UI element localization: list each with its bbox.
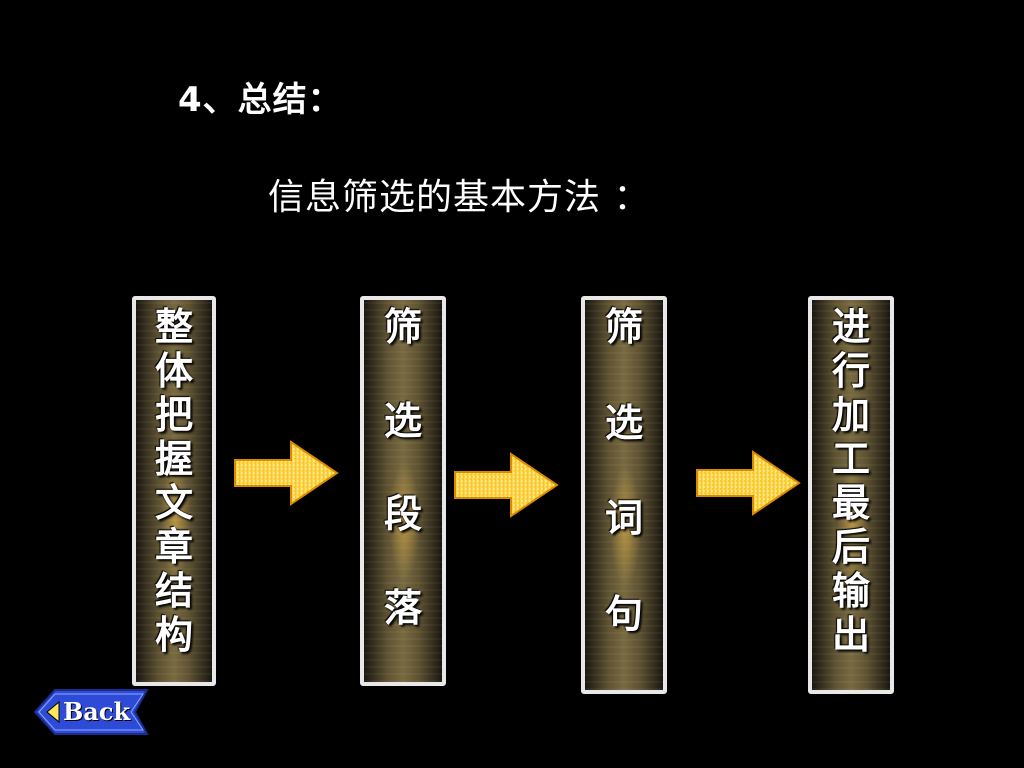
step-char: 段: [383, 492, 422, 536]
step-box-4: 进 行 加 工 最 后 输 出: [808, 296, 894, 694]
step-text-1: 整 体 把 握 文 章 结 构: [136, 300, 212, 682]
step-char: 选: [604, 400, 643, 445]
step-char: 进: [831, 305, 870, 349]
step-char: 落: [383, 585, 422, 630]
step-char: 文: [154, 481, 193, 525]
step-char: 结: [154, 569, 193, 613]
step-char: 章: [154, 525, 193, 569]
step-box-1: 整 体 把 握 文 章 结 构: [132, 296, 216, 686]
step-char: 词: [604, 496, 643, 540]
step-char: 工: [831, 437, 870, 481]
step-char: 筛: [604, 305, 643, 349]
step-char: 筛: [383, 305, 422, 349]
step-text-2: 筛 选 段 落: [364, 300, 442, 682]
section-heading: 4、总结：: [178, 80, 343, 120]
step-char: 句: [604, 591, 643, 636]
step-char: 出: [831, 613, 870, 657]
step-text-3: 筛 选 词 句: [585, 300, 663, 690]
step-char: 后: [831, 525, 870, 569]
back-triangle-icon: [46, 700, 60, 724]
right-arrow-icon: [696, 450, 801, 516]
back-button-label: Back: [63, 697, 131, 726]
step-char: 体: [154, 349, 193, 393]
right-arrow-icon: [454, 452, 559, 518]
step-char: 整: [154, 305, 193, 349]
subheading: 信息筛选的基本方法 ：: [268, 177, 651, 218]
step-char: 最: [831, 481, 870, 525]
step-char: 输: [831, 569, 870, 613]
back-button-shape: [33, 689, 149, 735]
step-box-2: 筛 选 段 落: [360, 296, 446, 686]
step-char: 选: [383, 398, 422, 443]
step-char: 把: [154, 393, 193, 437]
step-char: 行: [831, 349, 870, 393]
right-arrow-icon: [234, 440, 339, 506]
step-text-4: 进 行 加 工 最 后 输 出: [812, 300, 890, 690]
step-box-3: 筛 选 词 句: [581, 296, 667, 694]
back-button[interactable]: Back: [33, 688, 149, 736]
step-char: 握: [154, 437, 193, 481]
step-char: 构: [154, 613, 193, 657]
step-char: 加: [831, 393, 870, 437]
